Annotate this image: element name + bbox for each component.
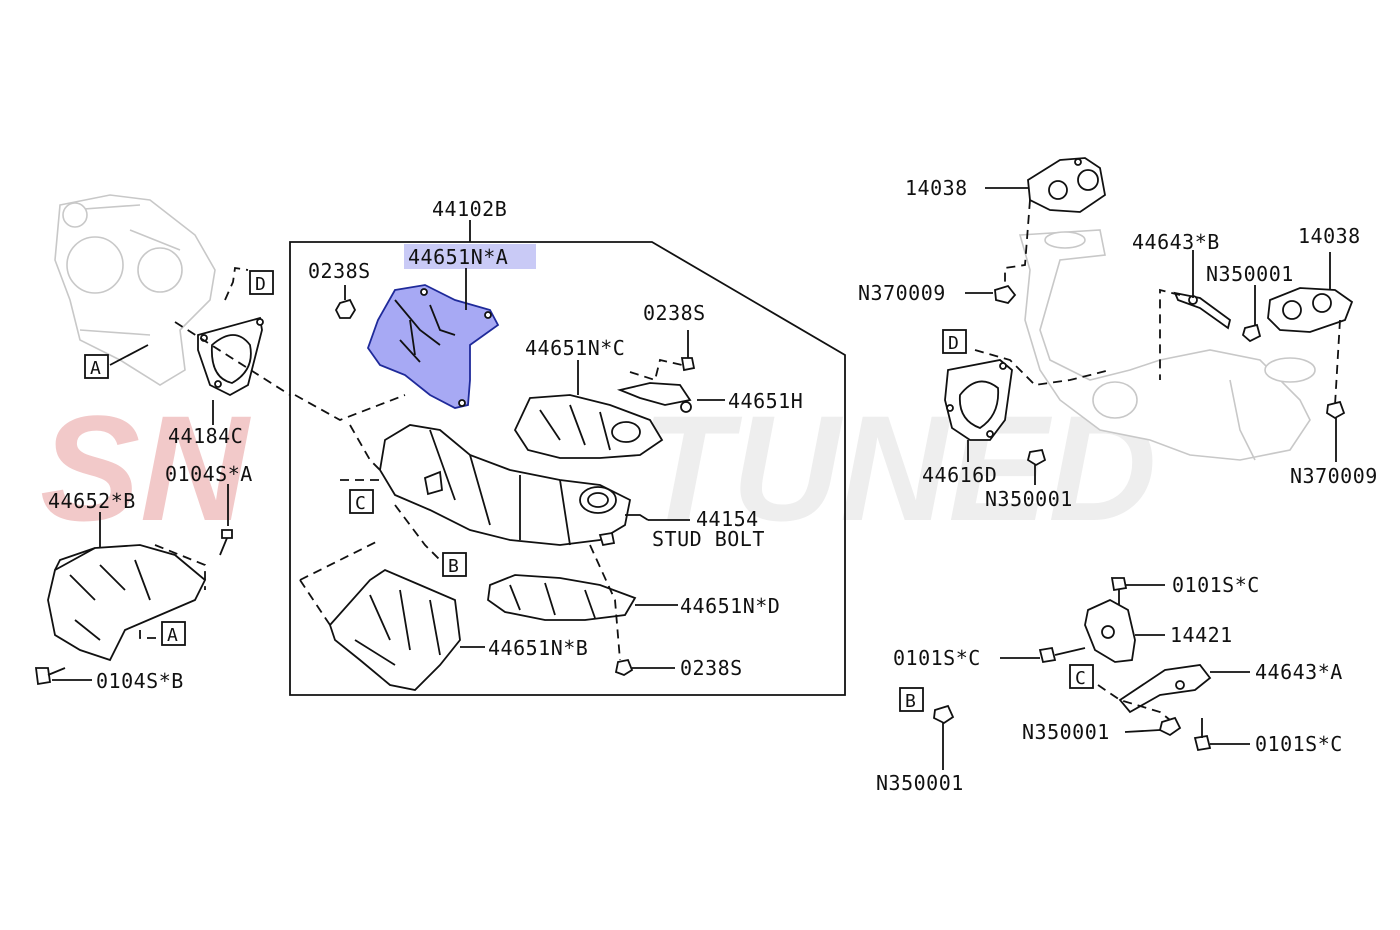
label-n350001-mid: N350001 — [985, 487, 1073, 511]
highlighted-label-background — [404, 244, 536, 269]
nut-n370009-right — [1326, 400, 1346, 462]
svg-text:C: C — [1075, 668, 1086, 689]
y-pipe-ghost — [1018, 229, 1316, 461]
heat-shield-44651n-b — [328, 568, 485, 691]
label-stud-bolt: STUD BOLT — [652, 527, 765, 551]
svg-text:D: D — [255, 274, 266, 295]
gasket-44616d — [944, 349, 1111, 462]
label-44651n-a[interactable]: 44651N*A — [408, 245, 508, 269]
watermark-text-left: SN — [40, 384, 251, 552]
heat-shield-44651n-c — [513, 360, 664, 459]
watermark-text-right: TUNED — [640, 384, 1157, 552]
exhaust-manifold-44102b — [379, 424, 632, 546]
label-n350001-top: N350001 — [1206, 262, 1294, 286]
nut-n350001-lower — [1124, 716, 1182, 737]
svg-text:B: B — [448, 556, 459, 577]
label-0238s-right: 0238S — [643, 301, 706, 325]
ref-box-b-right: B — [899, 687, 924, 712]
heat-shield-44651n-d — [487, 574, 678, 621]
label-14038-top: 14038 — [905, 176, 968, 200]
nut-n350001-mid — [1026, 448, 1047, 485]
nut-n350001-bottom-left — [933, 704, 955, 770]
gasket-14038-right — [1267, 252, 1354, 406]
nut-n370009-left — [965, 284, 1017, 305]
label-n370009-right: N370009 — [1290, 464, 1378, 488]
label-44154: 44154 — [696, 507, 759, 531]
nut-0238s-left — [334, 285, 357, 319]
stud-bolt-44154 — [598, 514, 690, 547]
ref-box-a-left: A — [84, 354, 109, 379]
label-44643-b: 44643*B — [1132, 230, 1220, 254]
label-n350001-bottom: N350001 — [876, 771, 964, 795]
bracket-44651h — [617, 330, 725, 413]
svg-text:C: C — [355, 493, 366, 514]
ref-box-d-right: D — [942, 329, 967, 354]
nut-n350001-top — [1241, 285, 1262, 343]
svg-text:A: A — [167, 625, 178, 646]
bolt-0101s-c-bottom — [1193, 718, 1250, 752]
part-labels: 44102B 44651N*A 0238S 0238S 44651N*C 446… — [48, 176, 1378, 795]
ref-box-a-bottom: A — [161, 621, 186, 646]
label-0238s-bottom: 0238S — [680, 656, 743, 680]
label-n370009-left: N370009 — [858, 281, 946, 305]
label-0104s-a: 0104S*A — [165, 462, 253, 486]
bolt-0101s-c-left — [1000, 646, 1086, 664]
svg-text:A: A — [90, 358, 101, 379]
label-44651h: 44651H — [728, 389, 803, 413]
svg-text:B: B — [905, 691, 916, 712]
bolt-0101s-c-top — [1110, 577, 1165, 605]
label-44652-b: 44652*B — [48, 489, 136, 513]
label-0238s-left: 0238S — [308, 259, 371, 283]
bolt-0104s-a — [219, 529, 233, 556]
bolt-0104s-b — [34, 667, 66, 686]
bracket-44643b — [1159, 250, 1232, 380]
center-dashed-lines — [294, 394, 621, 661]
label-0101s-c-left: 0101S*C — [893, 646, 981, 670]
label-0101s-c-bottom: 0101S*C — [1255, 732, 1343, 756]
bracket-44643a — [1097, 664, 1250, 721]
left-leaders — [52, 266, 291, 681]
ref-box-c-right: C — [1069, 664, 1094, 689]
label-44643-a: 44643*A — [1255, 660, 1343, 684]
label-0101s-c-top: 0101S*C — [1172, 573, 1260, 597]
ref-box-d-left: D — [249, 270, 274, 295]
center-assembly-box — [289, 220, 846, 696]
label-14038-right: 14038 — [1298, 224, 1361, 248]
label-0104s-b: 0104S*B — [96, 669, 184, 693]
label-14421: 14421 — [1170, 623, 1233, 647]
nut-0238s-bottom — [614, 658, 675, 676]
bracket-14421 — [1084, 598, 1165, 663]
reference-boxes: D A A C B D C B — [84, 270, 1094, 712]
ref-box-b-center: B — [442, 552, 467, 577]
svg-text:D: D — [948, 333, 959, 354]
label-44651n-c: 44651N*C — [525, 336, 625, 360]
turbocharger-ghost — [54, 194, 216, 386]
watermark: SN TUNED — [40, 384, 1157, 552]
label-44616d: 44616D — [922, 463, 997, 487]
heat-shield-44652b — [47, 544, 207, 662]
label-44102b: 44102B — [432, 197, 507, 221]
label-44651n-b: 44651N*B — [488, 636, 588, 660]
ref-box-c-center: C — [349, 489, 374, 514]
label-44184c: 44184C — [168, 424, 243, 448]
heat-shield-44651n-a-highlighted[interactable] — [366, 284, 500, 409]
label-44651n-d: 44651N*D — [680, 594, 780, 618]
gasket-14038-top — [985, 157, 1106, 292]
label-n350001-lower: N350001 — [1022, 720, 1110, 744]
